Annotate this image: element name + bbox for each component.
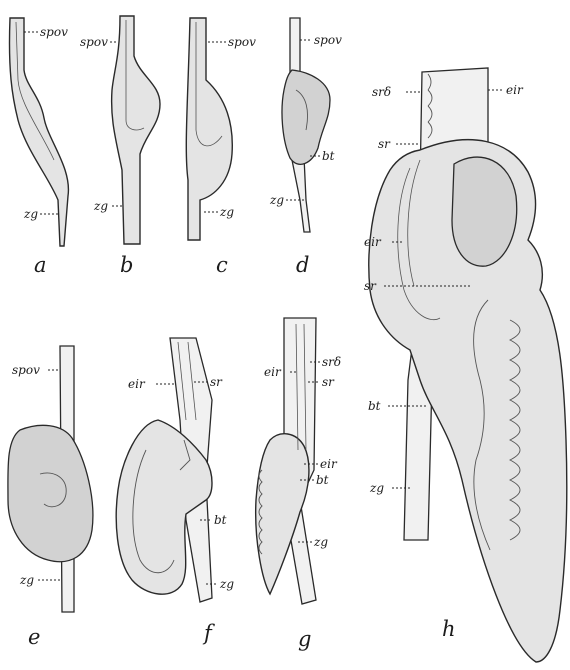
panel-a: spov zg a [9,18,68,277]
label-eir-g: eir [264,365,282,379]
label-zg-b: zg [93,199,108,213]
caption-g: g [298,627,311,651]
label-bt-d: bt [322,149,335,163]
label-zg-d: zg [269,193,284,207]
caption-a: a [34,253,47,277]
panel-f: eir sr bt zg f [116,338,234,645]
label-spov-c: spov [228,35,256,49]
label-sr-h: sr [378,137,391,151]
caption-f: f [202,621,215,645]
label-zg-c: zg [219,205,234,219]
label-bt-g: bt [316,473,329,487]
caption-b: b [120,253,133,277]
label-eir2-h: eir [364,235,382,249]
label-zg-e: zg [19,573,34,587]
label-sr-f: sr [210,375,223,389]
panel-b: spov zg b [80,16,160,277]
label-spov-d: spov [314,33,342,47]
label-zg-a: zg [23,207,38,221]
panel-d: spov bt zg d [269,18,342,277]
label-sr-g: sr [322,375,335,389]
label-spov-b: spov [80,35,108,49]
label-bt-f: bt [214,513,227,527]
label-sr8-h: srδ [372,85,391,99]
label-zg-g: zg [313,535,328,549]
caption-c: c [216,253,228,277]
label-eir-f: eir [128,377,146,391]
label-spov-e: spov [12,363,40,377]
panel-g: eir srδ sr eir bt zg g [256,318,341,651]
caption-d: d [296,253,309,277]
label-zg-f: zg [219,577,234,591]
caption-h: h [442,617,456,641]
panel-c: spov zg c [186,18,256,277]
panel-h: srδ eir sr eir sr bt zg h [364,68,567,662]
panel-e: spov zg e [8,346,93,649]
panel-e-specimen [8,425,93,561]
label-spov-a: spov [40,25,68,39]
label-sr2-h: sr [364,279,377,293]
label-eir-h: eir [506,83,524,97]
label-eir2-g: eir [320,457,338,471]
label-bt-h: bt [368,399,381,413]
caption-e: e [28,625,40,649]
label-zg-h: zg [369,481,384,495]
label-sr8-g: srδ [322,355,341,369]
